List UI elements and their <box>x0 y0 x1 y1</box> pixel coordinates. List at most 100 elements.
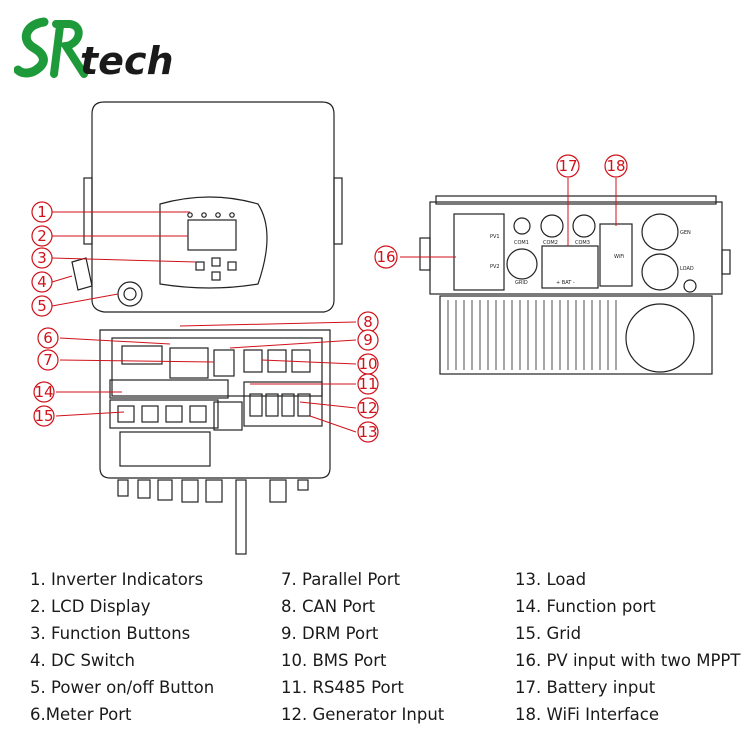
callout-marker-5: 5 <box>31 295 53 317</box>
callout-marker-7: 7 <box>37 349 59 371</box>
callout-marker-9: 9 <box>357 329 379 351</box>
com1-port <box>513 217 531 235</box>
callout-marker-10: 10 <box>357 353 379 375</box>
legend-item: 15. Grid <box>515 624 582 643</box>
function-button-2[interactable] <box>211 257 221 267</box>
callout-marker-14: 14 <box>33 381 55 403</box>
com2-port <box>540 214 564 238</box>
inverter-top-cover <box>91 101 335 313</box>
display-panel <box>159 196 268 289</box>
callout-marker-16: 16 <box>374 245 398 269</box>
grid-terminal-row <box>109 399 219 429</box>
logo-leaf-icon <box>52 20 88 78</box>
pv2-label: PV2 <box>490 264 500 270</box>
lower-board <box>119 431 211 467</box>
lcd-screen <box>187 219 237 251</box>
legend-item: 3. Function Buttons <box>30 624 191 643</box>
grid-port <box>506 248 538 280</box>
callout-number: 15 <box>34 407 53 425</box>
legend-item: 17. Battery input <box>515 678 656 697</box>
battery-input-panel <box>541 245 599 289</box>
dc-switch[interactable] <box>71 257 93 291</box>
indicator-led-1 <box>187 212 193 218</box>
logo-swoosh-icon <box>14 17 49 78</box>
load-label: LOAD <box>680 266 694 272</box>
load-port <box>641 253 679 291</box>
callout-number: 4 <box>37 273 47 291</box>
callout-number: 2 <box>37 227 47 245</box>
terminal-block-left <box>109 379 229 399</box>
function-button-3[interactable] <box>211 271 221 281</box>
legend-item: 5. Power on/off Button <box>30 678 215 697</box>
function-button-4[interactable] <box>227 261 237 271</box>
power-button[interactable] <box>123 287 137 301</box>
callout-marker-11: 11 <box>357 373 379 395</box>
indicator-led-3 <box>215 212 221 218</box>
legend-item: 9. DRM Port <box>281 624 379 643</box>
callout-marker-12: 12 <box>357 397 379 419</box>
legend-item: 16. PV input with two MPPT <box>515 651 741 670</box>
side-view-labels: PV1 PV2 COM1 COM2 COM3 GRID + BAT - WiFi… <box>490 230 694 286</box>
logo-wordmark: tech <box>80 39 174 83</box>
wiring-box <box>99 329 331 479</box>
legend-item: 18. WiFi Interface <box>515 705 660 724</box>
callout-number: 8 <box>363 313 373 331</box>
callout-marker-18: 18 <box>604 154 628 178</box>
callout-number: 12 <box>358 399 377 417</box>
legend-item: 6.Meter Port <box>30 705 132 724</box>
com3-port <box>572 214 596 238</box>
callout-number: 7 <box>43 351 53 369</box>
legend-item: 1. Inverter Indicators <box>30 570 204 589</box>
callout-number: 18 <box>606 157 625 175</box>
callout-number: 9 <box>363 331 373 349</box>
bat-label: + BAT - <box>556 280 575 286</box>
legend-item: 11. RS485 Port <box>281 678 404 697</box>
control-board <box>111 337 323 397</box>
gen-label: GEN <box>680 230 691 236</box>
indicator-led-2 <box>201 212 207 218</box>
right-mount-bracket <box>333 177 343 245</box>
grid-label: GRID <box>515 280 528 286</box>
callout-marker-3: 3 <box>31 247 53 269</box>
legend-item: 14. Function port <box>515 597 656 616</box>
callout-marker-4: 4 <box>31 271 53 293</box>
com2-label: COM2 <box>543 240 558 246</box>
callout-marker-6: 6 <box>37 327 59 349</box>
legend-item: 10. BMS Port <box>281 651 387 670</box>
legend-column-2: 7. Parallel Port 8. CAN Port 9. DRM Port… <box>281 566 444 728</box>
gen-port <box>641 213 679 251</box>
legend-column-3: 13. Load 14. Function port 15. Grid 16. … <box>515 566 740 728</box>
callout-number: 17 <box>558 157 577 175</box>
inverter-diagram: PV1 PV2 COM1 COM2 COM3 GRID + BAT - WiFi… <box>31 101 731 555</box>
legend-item: 2. LCD Display <box>30 597 151 616</box>
callout-marker-8: 8 <box>357 311 379 333</box>
callout-marker-17: 17 <box>556 154 580 178</box>
pv1-label: PV1 <box>490 234 500 240</box>
legend-column-1: 1. Inverter Indicators 2. LCD Display 3.… <box>30 566 214 728</box>
brand-logo: tech <box>14 17 174 83</box>
legend-item: 12. Generator Input <box>281 705 445 724</box>
legend-item: 8. CAN Port <box>281 597 376 616</box>
left-mount-bracket <box>83 177 93 245</box>
callout-number: 14 <box>34 383 53 401</box>
cooling-fan <box>625 303 695 373</box>
callout-marker-15: 15 <box>33 405 55 427</box>
logo-stem-icon <box>50 22 64 78</box>
wifi-label: WiFi <box>614 254 624 260</box>
com1-label: COM1 <box>514 240 529 246</box>
callout-number: 3 <box>37 249 47 267</box>
callout-number: 16 <box>376 248 395 266</box>
function-button-1[interactable] <box>195 261 205 271</box>
pv-input-panel <box>453 213 505 291</box>
callout-marker-2: 2 <box>31 225 53 247</box>
callout-number: 1 <box>37 203 47 221</box>
side-view-housing <box>429 201 723 295</box>
callout-number: 10 <box>358 355 377 373</box>
legend-item: 7. Parallel Port <box>281 570 401 589</box>
callout-marker-13: 13 <box>357 421 379 443</box>
callout-number: 6 <box>43 329 53 347</box>
callout-number: 5 <box>37 297 47 315</box>
com3-label: COM3 <box>575 240 590 246</box>
legend-item: 4. DC Switch <box>30 651 136 670</box>
legend-item: 13. Load <box>515 570 587 589</box>
